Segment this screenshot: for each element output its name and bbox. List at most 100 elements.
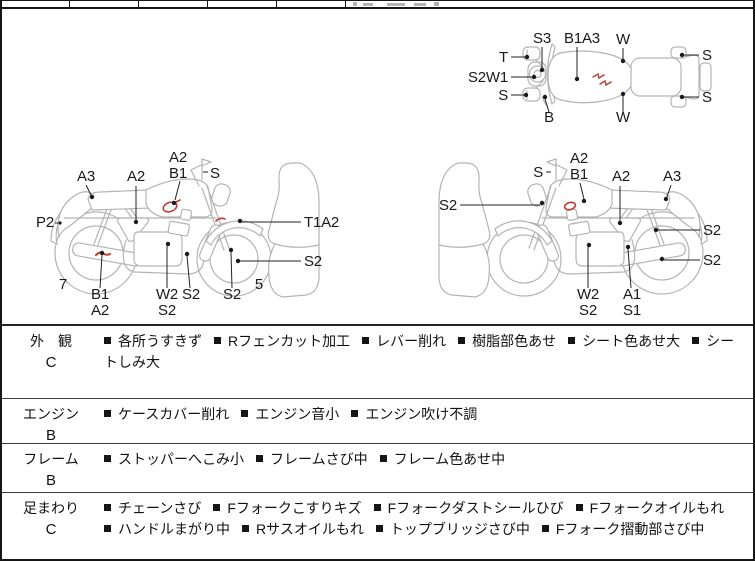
label-rear-s-top: S <box>702 47 712 64</box>
label-seat-w-bot: W <box>616 109 631 126</box>
defect-item: Rサスオイルもれ <box>242 521 364 537</box>
label-r-tail-a3: A3 <box>663 168 681 185</box>
bullet-square-icon <box>379 455 387 462</box>
category-cell: 外 観 C <box>2 331 100 373</box>
label-muffler-a2: A2 <box>91 302 109 319</box>
defect-item: シート色あせ大 <box>568 333 680 349</box>
bullet-square-icon <box>375 525 383 532</box>
label-lever-b: B <box>544 109 554 126</box>
label-mirror-s: S <box>210 165 220 182</box>
label-handle-t: T <box>499 49 508 66</box>
defect-item: レバー削れ <box>362 333 446 349</box>
label-engine-s2: S2 <box>158 302 176 319</box>
defect-item: エンジン音小 <box>241 406 339 422</box>
category-cell: エンジン B <box>2 404 100 446</box>
bullet-square-icon <box>256 455 263 462</box>
bullet-square-icon <box>575 504 583 511</box>
defect-list: ケースカバー削れエンジン音小エンジン吹け不調 <box>104 404 741 425</box>
label-r-rwheel-s2: S2 <box>703 252 721 269</box>
defect-item: フレームさび中 <box>256 451 368 467</box>
inspection-row-frame: フレーム B ストッパーへこみ小フレームさび中フレーム色あせ中 <box>2 443 753 492</box>
label-r-frame-s1: S1 <box>623 302 641 319</box>
label-engine-w2: W2 <box>156 286 178 303</box>
label-r-engine-s2: S2 <box>579 302 597 319</box>
label-r-frame-a1: A1 <box>623 286 641 303</box>
label-r-shock-s2: S2 <box>703 222 721 239</box>
bullet-square-icon <box>241 410 249 417</box>
label-fwheel-s2: S2 <box>304 253 322 270</box>
defect-item: Rフェンカット加工 <box>214 333 350 349</box>
diagram-labels: T S2W1 S S3 B1A3 W S S B W A3 A2 A2 B1 S… <box>36 30 721 319</box>
defect-item: 各所うすきず <box>104 333 202 349</box>
label-ffender-t1a2: T1A2 <box>304 214 339 231</box>
defect-item: トップブリッジさび中 <box>375 521 530 537</box>
label-tank-b1a3: B1A3 <box>564 30 600 47</box>
defect-item: ハンドルまがり中 <box>104 521 230 537</box>
label-tail-a3: A3 <box>77 168 95 185</box>
label-rfender-p2: P2 <box>36 214 54 231</box>
bullet-square-icon <box>104 337 111 344</box>
defect-item: Fフォークダストシールひび <box>373 500 564 516</box>
label-muffler-b1: B1 <box>91 286 109 303</box>
label-seat-a2: A2 <box>127 168 145 185</box>
bullet-square-icon <box>458 337 466 344</box>
border-right <box>753 0 755 561</box>
label-r-front-s2: S2 <box>439 197 457 214</box>
border-left <box>0 0 2 561</box>
label-r-engine-w2: W2 <box>577 286 599 303</box>
leader-lines <box>55 47 700 289</box>
label-frame-s2: S2 <box>182 286 200 303</box>
grade-badge: B <box>45 427 56 444</box>
defect-item: Fフォーク摺動部さび中 <box>541 521 704 537</box>
bullet-square-icon <box>373 504 381 511</box>
label-r-tank-a2: A2 <box>570 150 588 167</box>
grade-badge: C <box>45 521 57 538</box>
condition-diagram: T S2W1 S S3 B1A3 W S S B W A3 A2 A2 B1 S… <box>36 30 721 319</box>
label-tank-a2: A2 <box>169 149 187 166</box>
category-label: エンジン <box>23 406 79 422</box>
label-tank-b1: B1 <box>169 165 187 182</box>
label-handle-s: S <box>498 87 508 104</box>
bullet-square-icon <box>541 525 549 532</box>
defect-item: Fフォークオイルもれ <box>575 500 724 516</box>
label-fwheel-s2w1: S2W1 <box>468 69 508 86</box>
label-r-tank-b1: B1 <box>570 166 588 183</box>
bullet-square-icon <box>362 337 370 344</box>
defect-item: Fフォークこすりキズ <box>213 500 362 516</box>
defect-item: シートしみ大 <box>104 333 735 370</box>
category-label: フレーム <box>23 451 79 467</box>
label-r-mirror-s: S <box>533 164 543 181</box>
bullet-square-icon <box>104 525 111 532</box>
border-top <box>0 0 755 1</box>
defect-list: ストッパーへこみ小フレームさび中フレーム色あせ中 <box>104 449 741 470</box>
bullet-square-icon <box>104 410 111 417</box>
bullet-square-icon <box>351 410 359 417</box>
bullet-square-icon <box>213 504 221 511</box>
bullet-square-icon <box>242 525 249 532</box>
inspection-row-engine: エンジン B ケースカバー削れエンジン音小エンジン吹け不調 <box>2 398 753 446</box>
label-rear-s-bot: S <box>702 89 712 106</box>
label-fork-s2: S2 <box>223 286 241 303</box>
label-num-7: 7 <box>59 276 67 293</box>
label-screen-s3: S3 <box>533 30 551 47</box>
defect-item: ストッパーへこみ小 <box>104 451 244 467</box>
bullet-square-icon <box>692 337 700 344</box>
bullet-square-icon <box>104 504 111 511</box>
category-label: 足まわり <box>23 500 79 516</box>
defect-item: フレーム色あせ中 <box>379 451 505 467</box>
top-view-drawing <box>522 43 712 108</box>
defect-item: エンジン吹け不調 <box>351 406 477 422</box>
bullet-square-icon <box>568 337 576 344</box>
label-r-cover-a2: A2 <box>612 168 630 185</box>
grade-badge: C <box>45 354 57 371</box>
label-seat-w-top: W <box>616 31 631 48</box>
category-cell: 足まわり C <box>2 498 100 540</box>
bullet-square-icon <box>214 337 221 344</box>
damage-marks <box>95 72 612 256</box>
grade-badge: B <box>45 472 56 489</box>
